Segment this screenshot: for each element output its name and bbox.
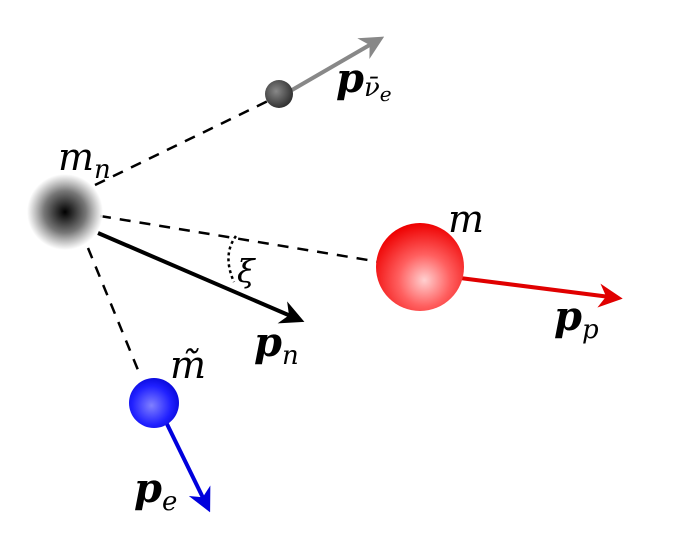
proton-mass-label: m bbox=[448, 197, 484, 241]
angle-label: ξ bbox=[237, 252, 256, 290]
neutron-particle bbox=[27, 174, 103, 250]
electron-momentum-arrow bbox=[163, 419, 211, 513]
proton-momentum-label: pp bbox=[554, 293, 599, 345]
angle-arc bbox=[227, 235, 238, 283]
antineutrino-momentum-label: pν̄e bbox=[336, 55, 392, 106]
neutron-momentum-arrow bbox=[97, 231, 305, 324]
neutron-mass-label: mn bbox=[58, 135, 111, 185]
proton-momentum-arrow bbox=[459, 276, 623, 308]
antineutrino-particle bbox=[265, 80, 293, 108]
electron-momentum-label: pe bbox=[134, 465, 177, 517]
proton-particle bbox=[376, 223, 464, 311]
dashed-line-electron bbox=[86, 247, 140, 371]
electron-mass-label: m̃ bbox=[170, 343, 206, 387]
neutron-momentum-label: pn bbox=[254, 319, 299, 371]
antineutrino-momentum-arrow bbox=[290, 36, 385, 92]
dashed-line-antineutrino bbox=[94, 98, 271, 187]
dashed-line-proton bbox=[99, 214, 381, 264]
electron-particle bbox=[129, 378, 179, 428]
